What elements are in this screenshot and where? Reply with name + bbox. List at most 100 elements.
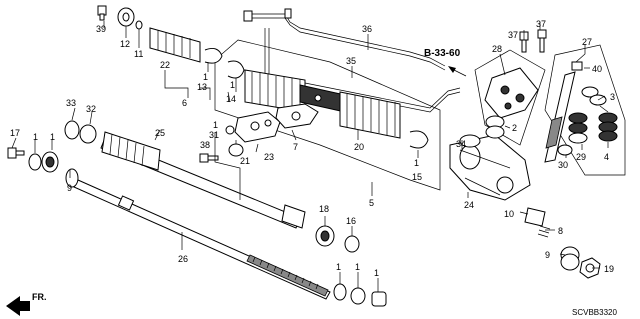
bolt-17	[7, 147, 25, 159]
callout-1d: 1	[50, 132, 55, 142]
bolt-38	[199, 153, 219, 163]
callout-39: 39	[96, 24, 106, 34]
ref-arrow-icon	[448, 66, 467, 77]
callout-2: 2	[512, 123, 517, 133]
valve-assembly-outline	[474, 49, 546, 146]
callout-1a: 1	[203, 72, 208, 82]
front-arrow-icon	[6, 296, 30, 316]
rack-26	[73, 179, 331, 300]
callout-1b: 1	[230, 80, 235, 90]
front-label: FR.	[32, 292, 47, 302]
drawing-code: SCVBB3320	[572, 308, 617, 317]
band-15	[409, 130, 429, 149]
callout-37a: 37	[508, 30, 518, 40]
ring-31	[225, 125, 235, 135]
callout-40: 40	[592, 64, 602, 74]
bracket-23	[234, 111, 281, 143]
ring-38	[485, 125, 505, 139]
callout-13: 13	[197, 82, 207, 92]
gearbox-assembly-outline	[214, 39, 441, 191]
callout-12: 12	[120, 39, 130, 49]
callout-1e: 1	[213, 120, 218, 130]
callout-4: 4	[604, 152, 609, 162]
callout-33: 33	[66, 98, 76, 108]
callout-16: 16	[346, 216, 356, 226]
callout-14: 14	[226, 94, 236, 104]
band-14	[227, 60, 245, 79]
ring-1g	[333, 283, 347, 301]
callout-22: 22	[160, 60, 170, 70]
callout-38: 38	[200, 140, 210, 150]
bracket-7	[275, 103, 319, 129]
spring-8	[537, 225, 551, 238]
callout-15: 15	[412, 172, 422, 182]
bearing-1d-core	[45, 156, 55, 168]
boot-22	[149, 27, 201, 63]
seal-set-4	[598, 112, 618, 142]
callout-1g: 1	[336, 262, 341, 272]
callout-20: 20	[354, 142, 364, 152]
callout-18: 18	[319, 204, 329, 214]
callout-34: 34	[456, 139, 466, 149]
callout-26: 26	[178, 254, 188, 264]
callout-7: 7	[293, 142, 298, 152]
callout-27: 27	[582, 37, 592, 47]
ring-16	[344, 235, 360, 253]
valve-body-28	[484, 67, 539, 119]
gear-housing-24	[449, 134, 531, 201]
clip-11	[135, 20, 143, 30]
callout-11: 11	[134, 49, 143, 59]
ring-30	[557, 144, 573, 156]
seal-set-3	[581, 86, 607, 106]
callout-1c: 1	[33, 132, 38, 142]
pinion-shaft	[544, 71, 576, 163]
callout-30: 30	[558, 160, 568, 170]
callout-36: 36	[362, 24, 372, 34]
nut-19	[579, 257, 601, 279]
callout-9b: 9	[545, 250, 550, 260]
callout-31: 31	[209, 130, 219, 140]
callout-1i: 1	[374, 268, 379, 278]
bolt-39	[97, 5, 107, 21]
bushing-1i	[371, 291, 387, 307]
seal-1h	[350, 287, 366, 305]
leader-lines	[11, 21, 609, 292]
callout-19: 19	[604, 264, 614, 274]
spring-9b	[560, 246, 580, 271]
reference-code: B-33-60	[424, 48, 461, 59]
inner-shaft-25	[100, 131, 306, 229]
bushing-18	[315, 225, 335, 247]
callout-24: 24	[464, 200, 474, 210]
ring-9a	[65, 168, 79, 188]
callout-3: 3	[610, 92, 615, 102]
callout-9a: 9	[67, 183, 72, 193]
seal-29	[568, 112, 588, 144]
callout-17: 17	[10, 128, 20, 138]
callout-21: 21	[240, 156, 250, 166]
seal-32	[79, 124, 97, 144]
callout-1h: 1	[355, 262, 360, 272]
callout-6: 6	[182, 98, 187, 108]
pipe-36	[243, 8, 461, 113]
callout-25: 25	[155, 128, 165, 138]
cap-40	[571, 61, 583, 71]
boot-20	[339, 91, 401, 139]
band-13	[204, 48, 223, 64]
washer-12-hole	[122, 12, 130, 22]
callout-8: 8	[558, 226, 563, 236]
bolt-37b	[537, 29, 547, 53]
callout-32: 32	[86, 104, 96, 114]
callout-5: 5	[369, 198, 374, 208]
callout-28: 28	[492, 44, 502, 54]
callout-10: 10	[504, 209, 514, 219]
seal-34	[459, 134, 481, 148]
callout-29: 29	[576, 152, 586, 162]
washer-21	[228, 143, 244, 157]
plug-10	[524, 207, 546, 227]
callout-35: 35	[346, 56, 356, 66]
callout-23: 23	[264, 152, 274, 162]
washer-1c	[28, 153, 42, 171]
callout-1f: 1	[414, 158, 419, 168]
